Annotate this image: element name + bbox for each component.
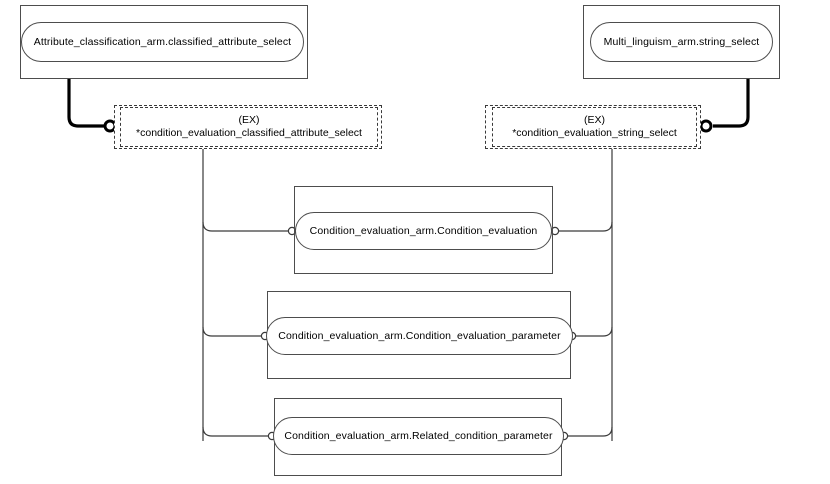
branch-left-related-condition-parameter [202,426,268,437]
ex-classified-attribute-select-tag: (EX) [238,113,260,126]
branch-left-condition-evaluation-parameter [202,326,261,337]
branch-right-related-condition-parameter [568,426,613,437]
branch-left-condition-evaluation [202,221,288,232]
condition-evaluation-parameter-label: Condition_evaluation_arm.Condition_evalu… [278,329,561,342]
branch-right-condition-evaluation-parameter [576,326,613,337]
attribute-classification-select-label: Attribute_classification_arm.classified_… [33,35,292,48]
ex-string-select-outer-dashed [485,105,701,149]
ex-classified-attribute-select-outer-dashed [114,105,382,149]
related-condition-parameter-rounded-box[interactable]: Condition_evaluation_arm.Related_conditi… [273,417,564,455]
ex-classified-attribute-select-name: *condition_evaluation_classified_attribu… [136,127,362,139]
multi-linguism-string-select-label: Multi_linguism_arm.string_select [603,35,760,48]
multi-linguism-string-select-outer-rect [583,5,780,79]
condition-evaluation-parameter-rounded-box[interactable]: Condition_evaluation_arm.Condition_evalu… [266,317,573,355]
ex-string-select-tag: (EX) [584,113,605,126]
condition-evaluation-label: Condition_evaluation_arm.Condition_evalu… [309,224,538,237]
attribute-classification-select-outer-rect [20,5,308,79]
condition-evaluation-outer-rect [294,186,553,274]
connector-string-select-to-ex [713,78,750,128]
related-condition-parameter-label: Condition_evaluation_arm.Related_conditi… [284,429,553,442]
connector-endpoint-circle-right [699,119,713,133]
connector-attribute-select-to-ex [67,78,104,128]
ex-string-select-inner-dashed[interactable]: (EX) *condition_evaluation_string_select [492,107,697,147]
condition-evaluation-rounded-box[interactable]: Condition_evaluation_arm.Condition_evalu… [295,212,552,250]
attribute-classification-select-rounded-box[interactable]: Attribute_classification_arm.classified_… [21,22,304,62]
ex-classified-attribute-select-inner-dashed[interactable]: (EX) *condition_evaluation_classified_at… [120,107,378,147]
multi-linguism-string-select-rounded-box[interactable]: Multi_linguism_arm.string_select [590,22,773,62]
ex-string-select-name: *condition_evaluation_string_select [512,127,677,139]
branch-right-condition-evaluation [559,221,613,232]
